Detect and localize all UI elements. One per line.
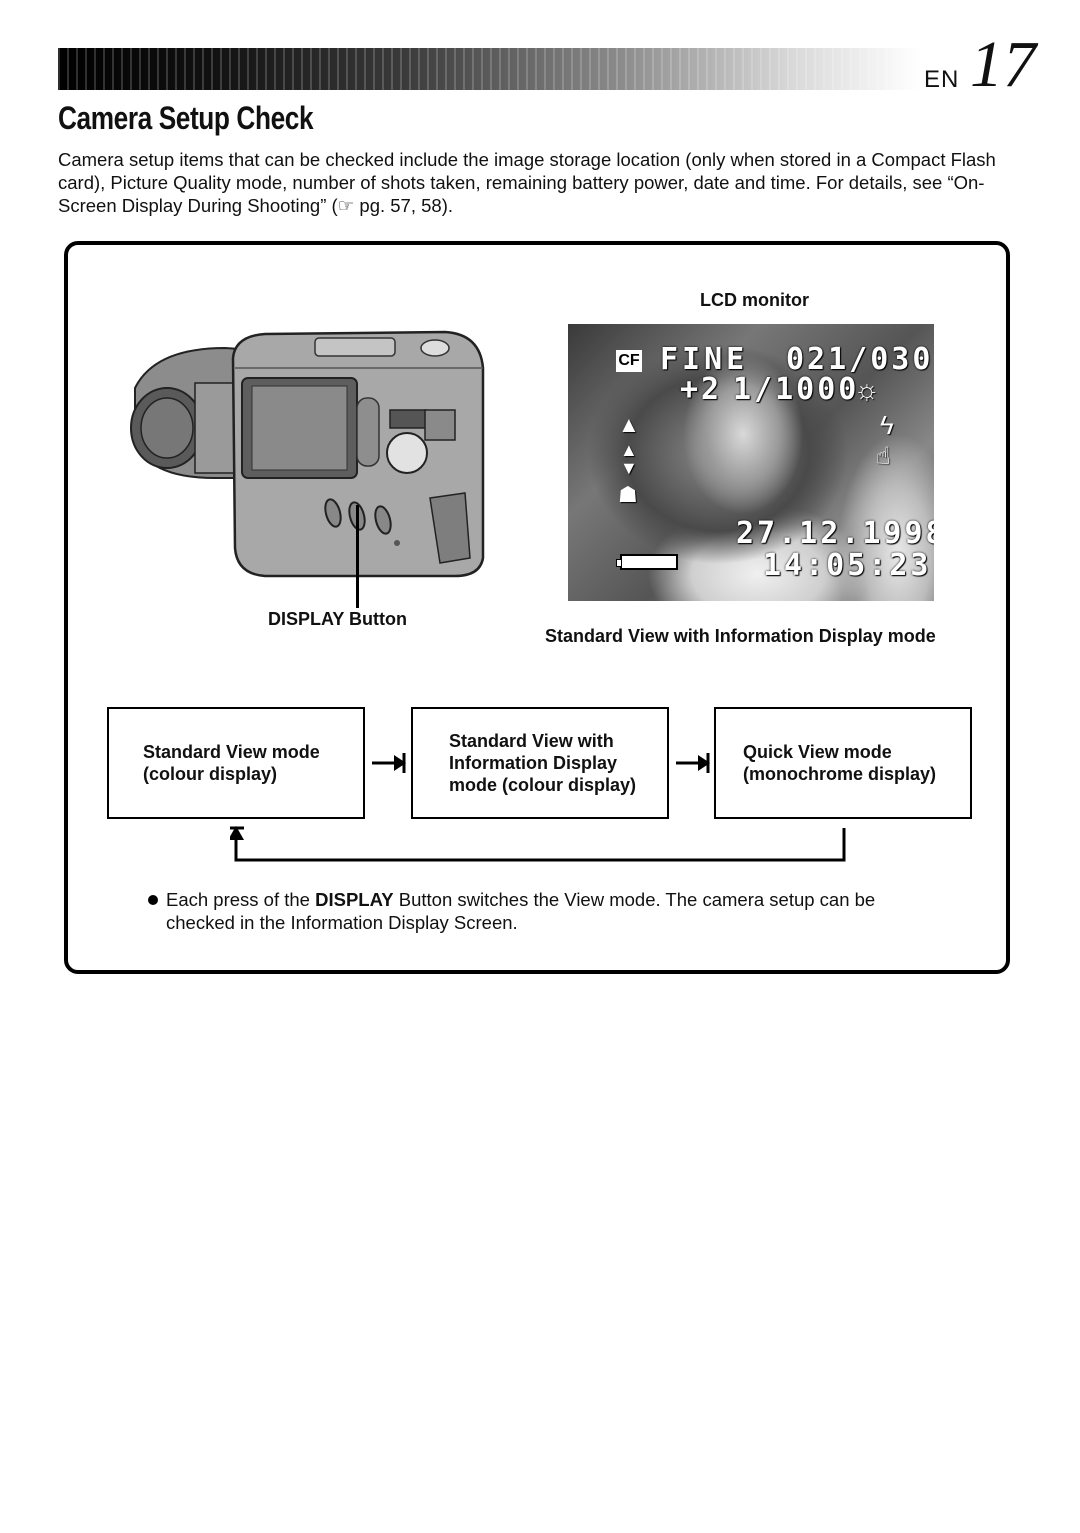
- up-arrow-icon: ▲: [620, 440, 638, 460]
- mode-label-information-display: Standard View with Information Display m…: [449, 731, 637, 795]
- note-prefix: Each press of the: [166, 889, 316, 910]
- arrow-right-icon: [372, 753, 406, 773]
- time-indicator: 14:05:23: [763, 548, 932, 583]
- down-arrow-icon: ▼: [620, 458, 638, 478]
- language-label: EN: [924, 66, 960, 93]
- page-title: Camera Setup Check: [58, 100, 314, 136]
- camera-illustration: [130, 330, 485, 578]
- note-suffix: Button switches the View mode. The camer…: [166, 889, 876, 933]
- mode-box-standard-view: Standard View mode (colour display): [107, 707, 365, 819]
- shot-counter: 021/030: [786, 342, 934, 377]
- mountain-focus-icon: ▲: [618, 412, 640, 437]
- header-gradient-bar: [58, 48, 920, 90]
- flash-icon: ϟ: [880, 410, 894, 440]
- arrow-right-icon: [676, 753, 710, 773]
- note-text: Each press of the DISPLAY Button switche…: [166, 888, 946, 934]
- bullet-icon: [148, 895, 158, 905]
- mode-box-quick-view: Quick View mode (monochrome display): [714, 707, 972, 819]
- lcd-caption: Standard View with Information Display m…: [545, 626, 936, 646]
- display-button-label: DISPLAY Button: [268, 609, 408, 629]
- exposure-indicator: +2: [680, 372, 723, 407]
- mode-label-standard-view: Standard View mode (colour display): [143, 742, 320, 784]
- battery-icon: [616, 554, 678, 570]
- mode-label-quick-view: Quick View mode (monochrome display): [743, 742, 937, 784]
- self-timer-icon: ☝: [876, 443, 891, 470]
- lcd-monitor-label: LCD monitor: [700, 290, 809, 310]
- sunny-white-balance-icon: ☼: [854, 374, 880, 405]
- date-indicator: 27.12.1998: [736, 516, 934, 551]
- mode-box-information-display: Standard View with Information Display m…: [411, 707, 669, 819]
- illustration-panel: [64, 241, 1010, 974]
- cf-card-indicator: CF: [616, 350, 642, 372]
- portrait-icon: ☗: [618, 482, 638, 507]
- shutter-speed-indicator: 1/1000: [733, 372, 860, 407]
- intro-paragraph: Camera setup items that can be checked i…: [58, 149, 996, 216]
- display-button-callout-line: [356, 505, 359, 608]
- lcd-monitor-screen: CF FINE 021/030 +2 1/1000 ☼ ▲ ▲ ▼ ☗ ϟ ☝ …: [568, 324, 934, 601]
- quality-indicator: FINE: [660, 342, 749, 377]
- page-number: 17: [970, 28, 1036, 101]
- note-emphasis: DISPLAY: [315, 889, 394, 910]
- return-arrow-icon: [230, 826, 846, 862]
